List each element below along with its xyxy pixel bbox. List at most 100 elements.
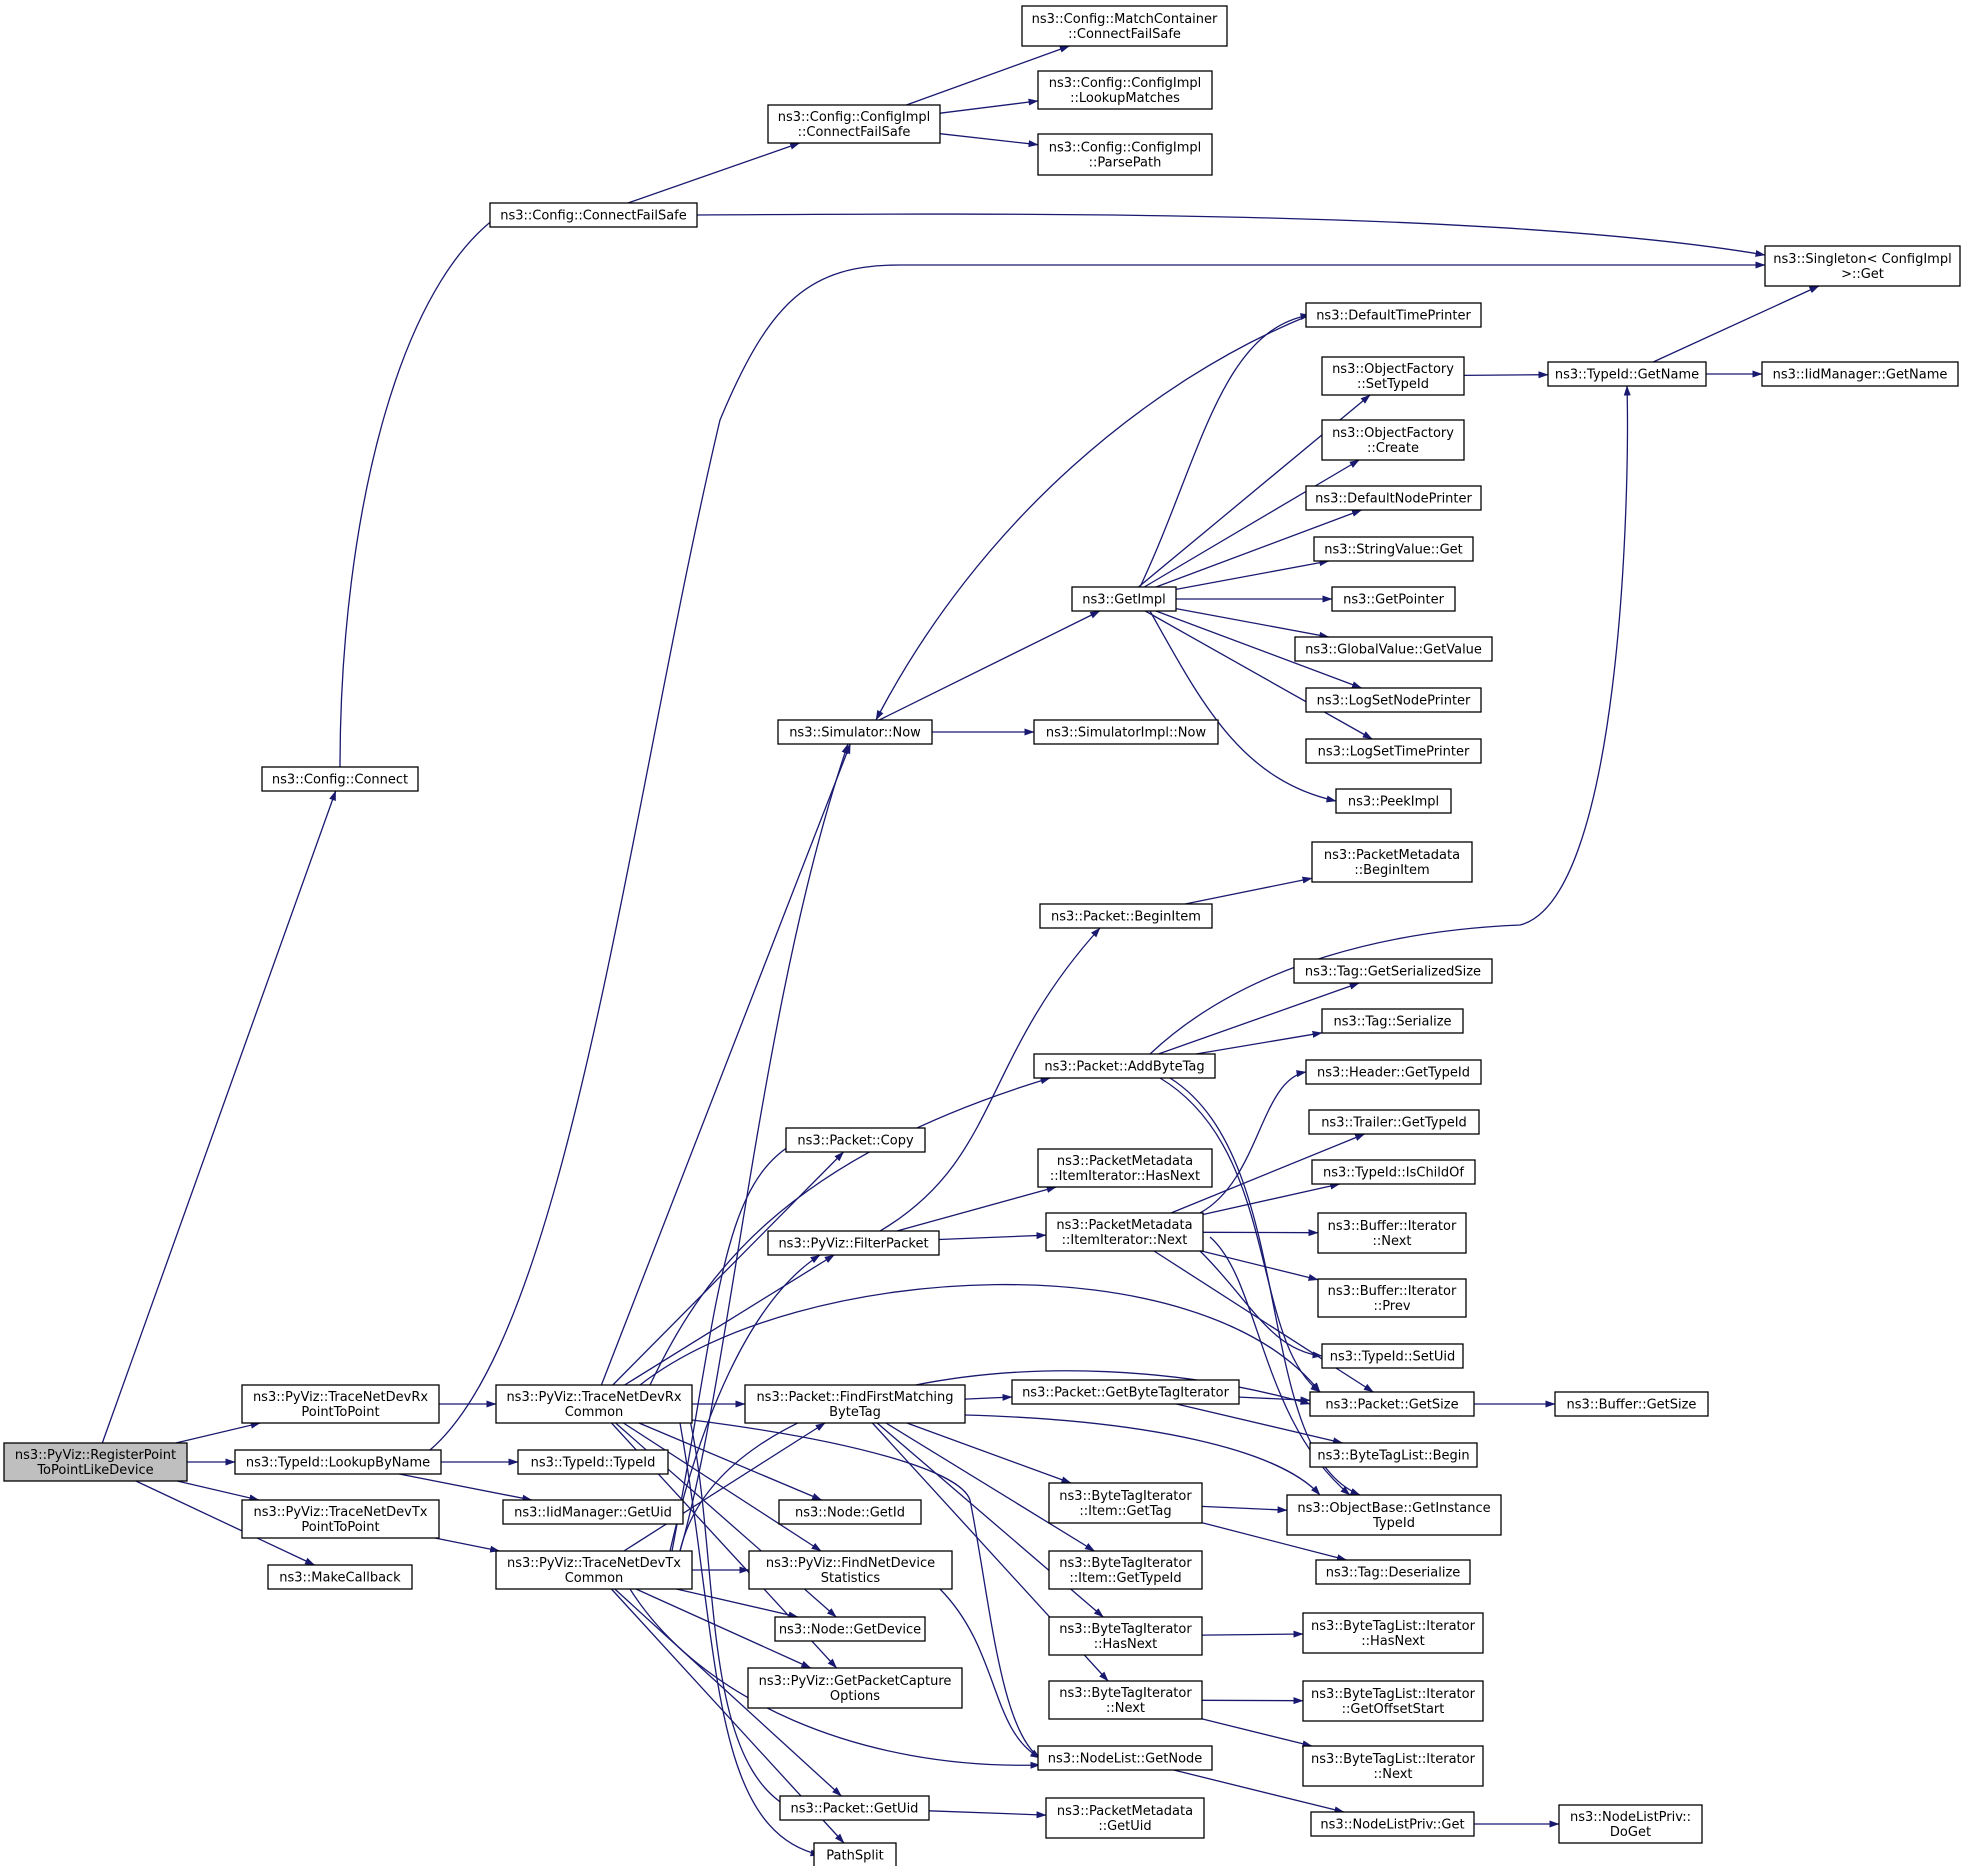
node-iid-getname[interactable]: ns3::IidManager::GetName xyxy=(1761,361,1959,387)
node-label: ::Next xyxy=(1373,1767,1412,1782)
node-bti-hasnext[interactable]: ns3::ByteTagIterator::HasNext xyxy=(1048,1616,1203,1656)
node-box xyxy=(1311,1159,1476,1185)
node-box xyxy=(1321,1343,1464,1369)
edge-getimpl-to-stringvalue_get xyxy=(1175,559,1330,591)
node-parsepath[interactable]: ns3::Config::ConfigImpl::ParsePath xyxy=(1037,133,1213,176)
node-impl-cfs[interactable]: ns3::Config::ConfigImpl::ConnectFailSafe xyxy=(767,104,941,144)
node-label: ns3::PyViz::RegisterPoint xyxy=(15,1448,176,1463)
node-typeid-typeid[interactable]: ns3::TypeId::TypeId xyxy=(517,1449,669,1475)
node-lookupbyname[interactable]: ns3::TypeId::LookupByName xyxy=(234,1449,442,1475)
node-btl-begin[interactable]: ns3::ByteTagList::Begin xyxy=(1309,1442,1478,1468)
node-label: ns3::TypeId::TypeId xyxy=(531,1456,656,1471)
node-bti-next[interactable]: ns3::ByteTagIterator::Next xyxy=(1048,1680,1203,1720)
node-bti-gettypeid[interactable]: ns3::ByteTagIterator::Item::GetTypeId xyxy=(1048,1550,1203,1590)
edge-bti_next-to-btl_next xyxy=(1201,1718,1313,1748)
node-label: ns3::PyViz::TraceNetDevRx xyxy=(253,1390,428,1405)
edge-lookupbyname-to-iid_getuid xyxy=(399,1473,533,1502)
node-stringvalue-get[interactable]: ns3::StringValue::Get xyxy=(1313,536,1474,562)
node-of-settypeid[interactable]: ns3::ObjectFactory::SetTypeId xyxy=(1321,356,1465,396)
node-box xyxy=(1071,586,1177,612)
node-addbytetag[interactable]: ns3::Packet::AddByteTag xyxy=(1033,1053,1216,1079)
node-getbytetagiter[interactable]: ns3::Packet::GetByteTagIterator xyxy=(1011,1379,1240,1405)
node-box xyxy=(1305,1059,1482,1085)
node-buffer-getsize[interactable]: ns3::Buffer::GetSize xyxy=(1554,1391,1709,1417)
node-pathsplit[interactable]: PathSplit xyxy=(813,1842,897,1866)
node-node-getid[interactable]: ns3::Node::GetId xyxy=(778,1499,922,1525)
node-btl-hasnext[interactable]: ns3::ByteTagList::Iterator::HasNext xyxy=(1302,1612,1484,1654)
node-ischildof[interactable]: ns3::TypeId::IsChildOf xyxy=(1311,1159,1476,1185)
node-header-gettypeid[interactable]: ns3::Header::GetTypeId xyxy=(1305,1059,1482,1085)
node-trailer-gettypeid[interactable]: ns3::Trailer::GetTypeId xyxy=(1308,1109,1480,1135)
node-nlp-get[interactable]: ns3::NodeListPriv::Get xyxy=(1310,1811,1475,1837)
node-tag-serialize[interactable]: ns3::Tag::Serialize xyxy=(1321,1008,1464,1034)
node-lookupmatches[interactable]: ns3::Config::ConfigImpl::LookupMatches xyxy=(1037,70,1213,110)
node-pm-beginitem[interactable]: ns3::PacketMetadata::BeginItem xyxy=(1311,841,1473,883)
node-tag-deserialize[interactable]: ns3::Tag::Deserialize xyxy=(1315,1559,1471,1585)
edge-addbytetag-to-tag_getsersize xyxy=(1158,982,1360,1055)
edge-impl_cfs-to-lookupmatches xyxy=(939,98,1039,114)
node-singleton[interactable]: ns3::Singleton< ConfigImpl>::Get xyxy=(1764,245,1961,287)
node-tag-getsersize[interactable]: ns3::Tag::GetSerializedSize xyxy=(1293,958,1493,984)
node-label: ns3::Config::ConfigImpl xyxy=(778,110,931,125)
node-bti-gettag[interactable]: ns3::ByteTagIterator::Item::GetTag xyxy=(1048,1482,1203,1524)
node-typeid-getname[interactable]: ns3::TypeId::GetName xyxy=(1547,361,1707,387)
node-pm-getuid[interactable]: ns3::PacketMetadata::GetUid xyxy=(1045,1797,1205,1839)
node-box xyxy=(1309,1442,1478,1468)
node-getimpl[interactable]: ns3::GetImpl xyxy=(1071,586,1177,612)
node-packet-copy[interactable]: ns3::Packet::Copy xyxy=(785,1127,926,1153)
node-logsetnode[interactable]: ns3::LogSetNodePrinter xyxy=(1305,687,1482,713)
node-nlp-doget[interactable]: ns3::NodeListPriv::DoGet xyxy=(1558,1804,1703,1844)
node-label: ::Next xyxy=(1372,1234,1411,1249)
node-peekimpl[interactable]: ns3::PeekImpl xyxy=(1335,788,1452,814)
node-btl-next[interactable]: ns3::ByteTagList::Iterator::Next xyxy=(1302,1745,1484,1787)
node-label: ::ConnectFailSafe xyxy=(1068,27,1181,42)
node-sim-now[interactable]: ns3::Simulator::Now xyxy=(777,719,933,745)
node-register[interactable]: ns3::PyViz::RegisterPointToPointLikeDevi… xyxy=(3,1442,188,1482)
node-config-connect[interactable]: ns3::Config::Connect xyxy=(261,766,419,792)
node-setuid[interactable]: ns3::TypeId::SetUid xyxy=(1321,1343,1464,1369)
node-box xyxy=(779,1795,930,1821)
node-label: Common xyxy=(565,1405,624,1420)
node-label: ns3::ByteTagIterator xyxy=(1059,1489,1192,1504)
node-getpointer[interactable]: ns3::GetPointer xyxy=(1331,586,1456,612)
node-of-create[interactable]: ns3::ObjectFactory::Create xyxy=(1321,419,1465,461)
node-packet-getuid[interactable]: ns3::Packet::GetUid xyxy=(779,1795,930,1821)
node-logsettime[interactable]: ns3::LogSetTimePrinter xyxy=(1305,738,1482,764)
node-simimpl-now[interactable]: ns3::SimulatorImpl::Now xyxy=(1033,719,1219,745)
node-nodelist-getnode[interactable]: ns3::NodeList::GetNode xyxy=(1037,1745,1213,1771)
node-btl-getoffset[interactable]: ns3::ByteTagList::Iterator::GetOffsetSta… xyxy=(1302,1680,1484,1722)
node-deftimeprinter[interactable]: ns3::DefaultTimePrinter xyxy=(1305,302,1482,328)
node-mc-cfs[interactable]: ns3::Config::MatchContainer::ConnectFail… xyxy=(1021,5,1228,47)
node-box xyxy=(1011,1379,1240,1405)
node-packet-beginitem[interactable]: ns3::Packet::BeginItem xyxy=(1039,903,1213,929)
edge-bti_gettag-to-tag_deserialize xyxy=(1201,1522,1347,1562)
node-node-getdevice[interactable]: ns3::Node::GetDevice xyxy=(774,1616,926,1642)
edge-filterpacket-to-packet_beginitem xyxy=(879,927,1101,1232)
node-pm-hasnext[interactable]: ns3::PacketMetadata::ItemIterator::HasNe… xyxy=(1037,1148,1213,1188)
node-makecallback[interactable]: ns3::MakeCallback xyxy=(267,1564,413,1590)
edge-tx_common-to-sim_now xyxy=(679,743,849,1552)
edge-packet_getuid-to-pm_getuid xyxy=(928,1810,1047,1819)
node-gv-getvalue[interactable]: ns3::GlobalValue::GetValue xyxy=(1294,636,1493,662)
node-buf-next[interactable]: ns3::Buffer::Iterator::Next xyxy=(1317,1212,1467,1254)
node-filterpacket[interactable]: ns3::PyViz::FilterPacket xyxy=(767,1230,940,1256)
node-iid-getuid[interactable]: ns3::IidManager::GetUid xyxy=(502,1499,684,1525)
edge-getimpl-to-logsetnode xyxy=(1155,610,1362,689)
node-defnodeprinter[interactable]: ns3::DefaultNodePrinter xyxy=(1305,485,1482,511)
node-buf-prev[interactable]: ns3::Buffer::Iterator::Prev xyxy=(1317,1278,1467,1318)
edge-tx_common-to-findfirst xyxy=(623,1422,826,1552)
node-pm-next[interactable]: ns3::PacketMetadata::ItemIterator::Next xyxy=(1045,1212,1204,1252)
edge-findfirst-to-bti_gettypeid xyxy=(885,1422,1095,1552)
node-connectfailsafe[interactable]: ns3::Config::ConnectFailSafe xyxy=(489,202,698,228)
node-box xyxy=(1045,1212,1204,1252)
node-packet-getsize[interactable]: ns3::Packet::GetSize xyxy=(1309,1391,1475,1417)
node-label: ns3::PyViz::TraceNetDevTx xyxy=(253,1505,427,1520)
